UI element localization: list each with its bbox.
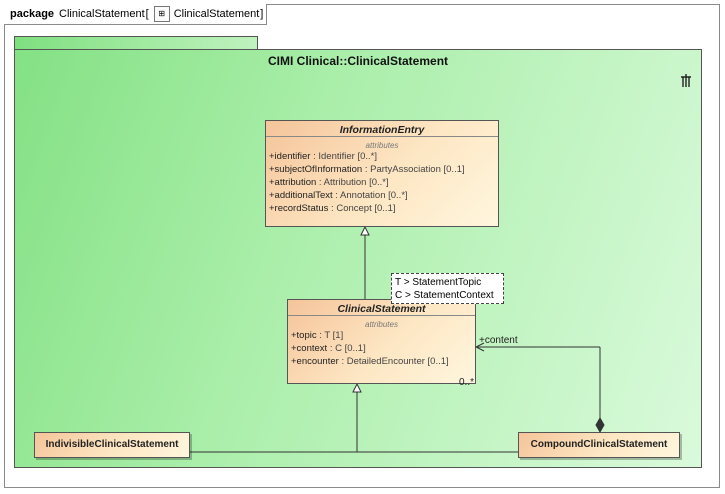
diagram-tab[interactable]: package ClinicalStatement [ ⊞ ClinicalSt… — [4, 4, 267, 25]
class-information-entry[interactable]: InformationEntry attributes +identifier … — [265, 120, 499, 227]
class-compound-clinical-statement[interactable]: CompoundClinicalStatement — [518, 432, 680, 458]
generalization-arrowhead — [360, 225, 370, 236]
template-parameters: T > StatementTopic C > StatementContext — [391, 273, 504, 304]
class-name: InformationEntry — [266, 121, 498, 137]
attribute-name: +identifier — [269, 151, 311, 162]
class-diagram-icon: ⊞ — [153, 6, 170, 22]
attribute-name: +encounter — [291, 356, 339, 367]
attribute-name: +subjectOfInformation — [269, 164, 363, 175]
attribute-type: : C [0..1] — [327, 343, 366, 354]
attribute-row: +recordStatus : Concept [0..1] — [266, 202, 498, 215]
attribute-type: : Annotation [0..*] — [332, 190, 408, 201]
attribute-name: +topic — [291, 330, 317, 341]
attribute-type: : Identifier [0..*] — [310, 151, 378, 162]
attribute-row: +context : C [0..1] — [288, 342, 475, 355]
diagram-name: ClinicalStatement — [173, 8, 260, 20]
attribute-row: +topic : T [1] — [288, 329, 475, 342]
attribute-name: +recordStatus — [269, 203, 329, 214]
attribute-row: +identifier : Identifier [0..*] — [266, 150, 498, 163]
class-clinical-statement[interactable]: ClinicalStatement attributes +topic : T … — [287, 299, 476, 384]
package-title: CIMI Clinical::ClinicalStatement — [267, 54, 449, 68]
attribute-type: : DetailedEncounter [0..1] — [338, 356, 449, 367]
class-name: ClinicalStatement — [288, 300, 475, 316]
attribute-row: +attribution : Attribution [0..*] — [266, 176, 498, 189]
attributes-section-label: attributes — [365, 141, 399, 150]
attribute-type: : Concept [0..1] — [328, 203, 396, 214]
navigability-arrow — [474, 342, 485, 352]
template-param: T > StatementTopic — [395, 277, 482, 288]
package-name: ClinicalStatement — [59, 8, 145, 20]
association-role-label: +content — [479, 335, 518, 346]
attribute-name: +additionalText — [269, 190, 333, 201]
attribute-type: : Attribution [0..*] — [316, 177, 389, 188]
class-indivisible-clinical-statement[interactable]: IndivisibleClinicalStatement — [34, 432, 190, 458]
bracket-close: ] — [260, 8, 264, 20]
template-param: C > StatementContext — [395, 290, 494, 301]
attribute-name: +context — [291, 343, 328, 354]
attribute-row: +encounter : DetailedEncounter [0..1] — [288, 355, 475, 368]
attribute-type: : PartyAssociation [0..1] — [362, 164, 465, 175]
attribute-name: +attribution — [269, 177, 317, 188]
package-body[interactable] — [14, 49, 702, 468]
attribute-type: : T [1] — [316, 330, 344, 341]
generalization-arrowhead-leaves — [352, 382, 362, 393]
composition-diamond — [595, 416, 605, 434]
attributes-section-label: attributes — [365, 320, 398, 329]
bracket-open: [ — [145, 8, 149, 20]
attribute-row: +additionalText : Annotation [0..*] — [266, 189, 498, 202]
package-containment-icon — [680, 74, 692, 91]
attribute-row: +subjectOfInformation : PartyAssociation… — [266, 163, 498, 176]
association-multiplicity-label: 0..* — [459, 377, 475, 388]
package-keyword: package — [10, 8, 55, 20]
